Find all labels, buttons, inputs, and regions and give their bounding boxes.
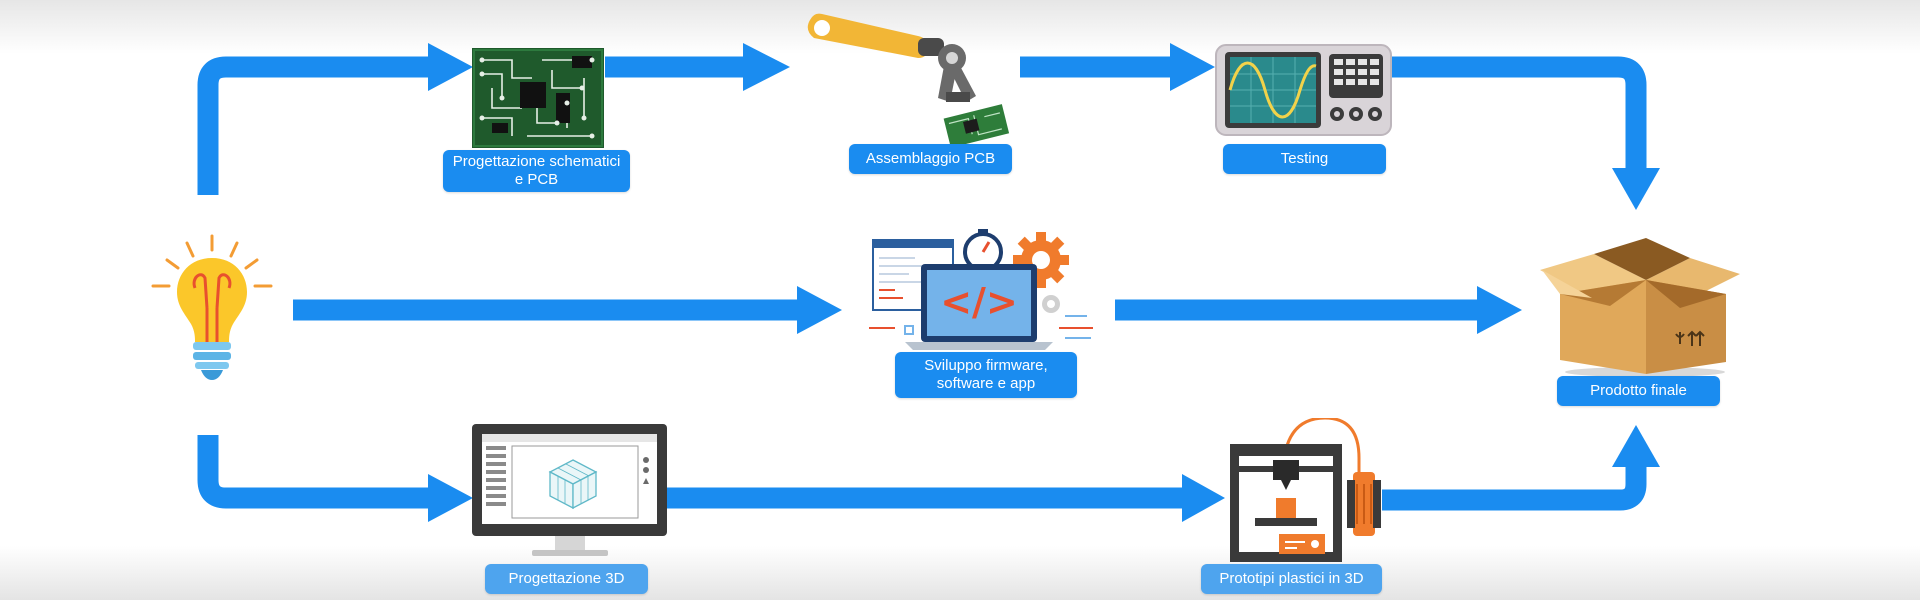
flow-arrow-idea-to-design-3d (197, 435, 430, 509)
pcb-design-label-line-2: e PCB (514, 171, 559, 188)
svg-text:</>: </> (940, 280, 1018, 324)
firmware-label-line-1: Sviluppo firmware, (924, 357, 1048, 374)
final-product-node (1530, 222, 1740, 377)
arrowhead-pcb-assembly (743, 43, 790, 91)
testing-node (1215, 44, 1392, 136)
prototypes-3d-label-line-1: Prototipi plastici in 3D (1219, 570, 1364, 587)
oscilloscope-icon (1215, 44, 1392, 136)
lightbulb-icon (151, 234, 273, 380)
robot-arm-icon (807, 13, 1010, 146)
arrowhead-final-product-top (1612, 168, 1660, 210)
design-3d-node (472, 424, 667, 564)
3d-printer-icon (1230, 418, 1381, 562)
pcb-design-label-line-1: Progettazione schematici (452, 153, 621, 170)
arrowhead-firmware (797, 286, 842, 334)
flow-arrow-prototypes-3d-to-final-product (1382, 465, 1647, 511)
arrowhead-final-product-bottom (1612, 425, 1660, 467)
arrowhead-design-3d (428, 474, 473, 522)
arrowhead-final-product-middle (1477, 286, 1522, 334)
final-product-label: Prodotto finale (1557, 376, 1720, 406)
arrowhead-prototypes-3d (1182, 474, 1225, 522)
prototypes-3d-label: Prototipi plastici in 3D (1201, 564, 1382, 594)
monitor-3d-cube-icon (472, 424, 667, 556)
firmware-node: </> (865, 228, 1105, 356)
arrowhead-pcb-design (428, 43, 473, 91)
firmware-label-line-2: software e app (936, 375, 1036, 392)
pcb-assembly-label: Assemblaggio PCB (849, 144, 1012, 174)
prototypes-3d-node (1225, 418, 1385, 568)
circuit-board-icon (472, 48, 604, 148)
testing-label-line-1: Testing (1280, 150, 1329, 167)
testing-label: Testing (1223, 144, 1386, 174)
pcb-assembly-node (800, 6, 1015, 146)
pcb-assembly-label-line-1: Assemblaggio PCB (865, 150, 996, 167)
design-3d-label-line-1: Progettazione 3D (508, 570, 625, 587)
cardboard-box-icon (1540, 238, 1740, 377)
firmware-label: Sviluppo firmware, software e app (895, 352, 1077, 398)
pcb-design-label: Progettazione schematici e PCB (443, 150, 630, 192)
flow-arrow-testing-to-final-product (1392, 56, 1647, 175)
arrowhead-testing (1170, 43, 1215, 91)
final-product-label-line-1: Prodotto finale (1590, 382, 1687, 399)
idea-node (145, 228, 275, 383)
pcb-design-node (472, 48, 604, 148)
flow-arrow-idea-to-pcb-design (197, 56, 430, 195)
laptop-code-icon: </> (869, 229, 1093, 350)
design-3d-label: Progettazione 3D (485, 564, 648, 594)
